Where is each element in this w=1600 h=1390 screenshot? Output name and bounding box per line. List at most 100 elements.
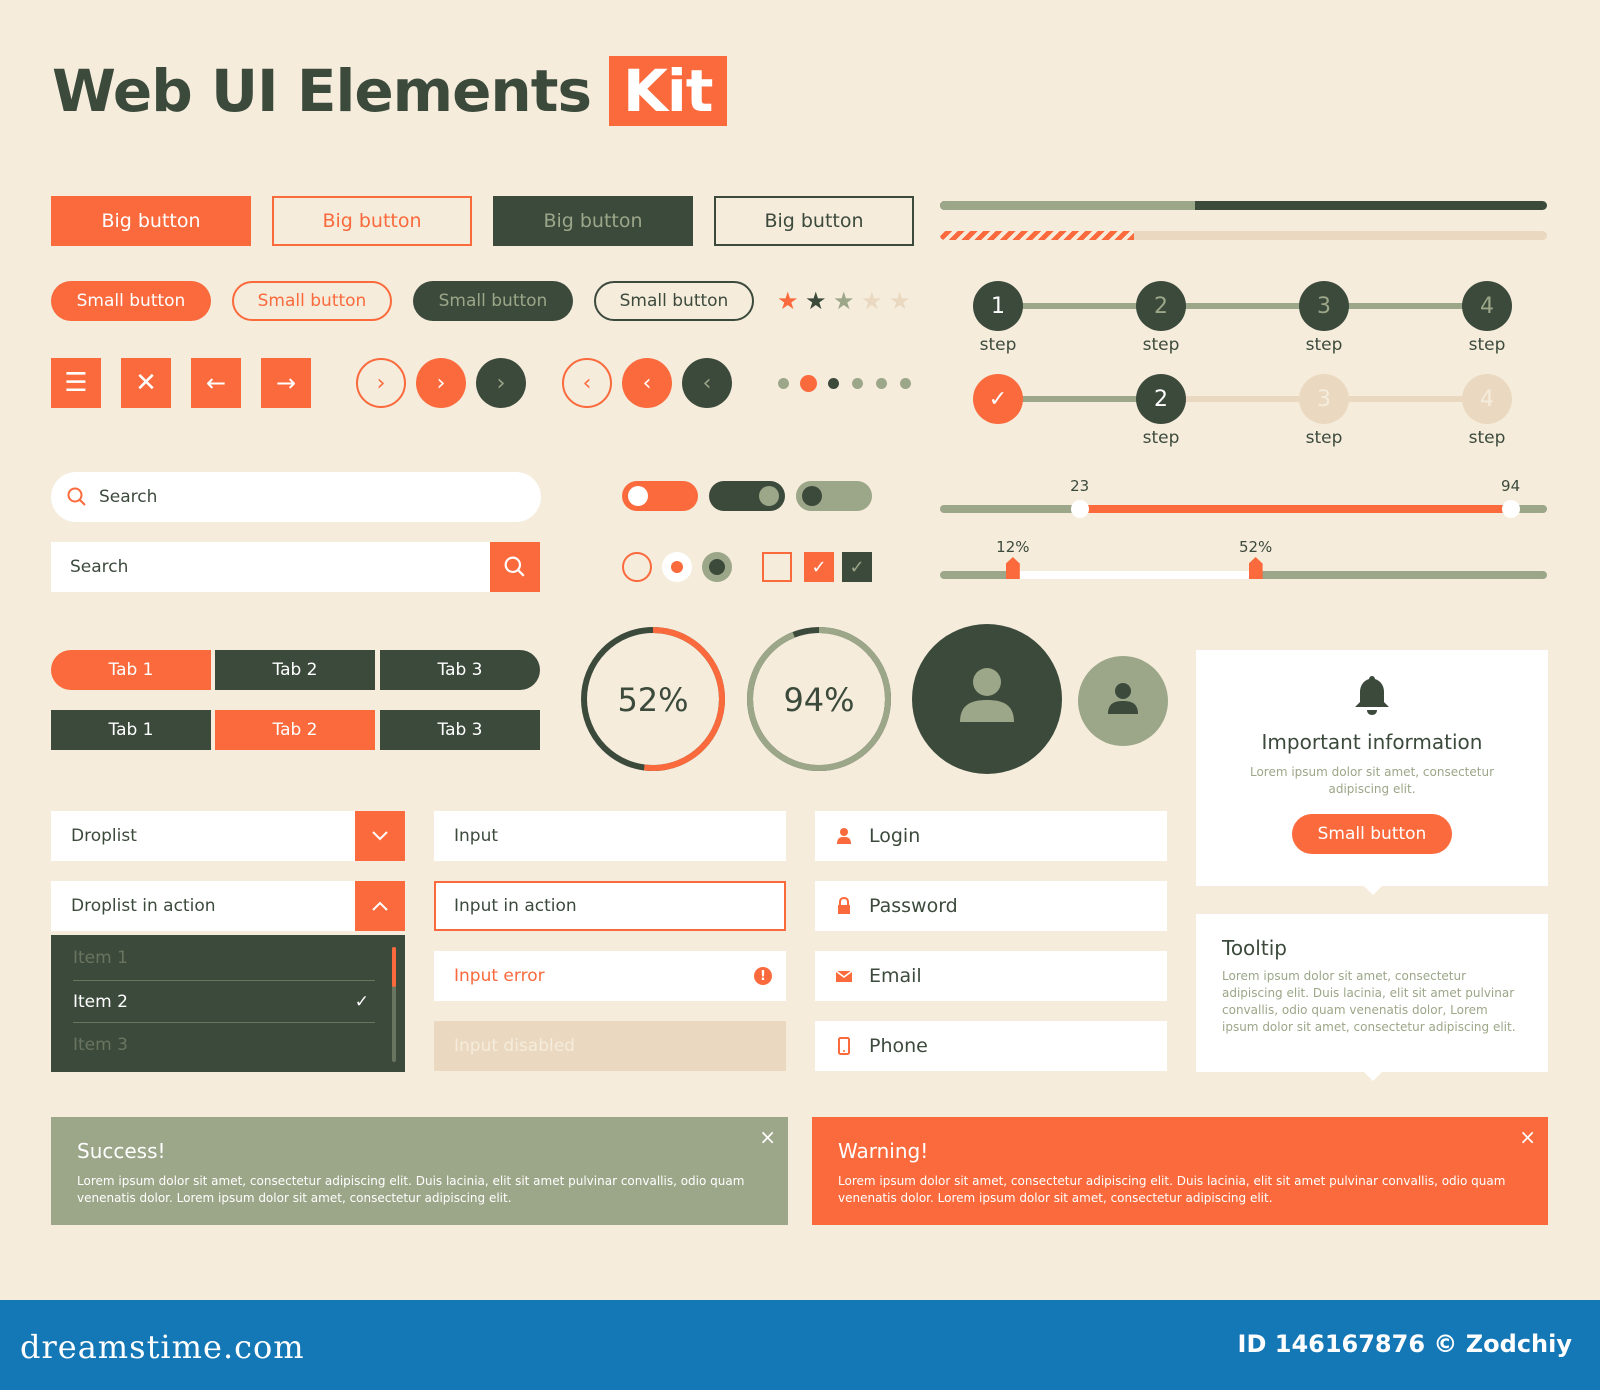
menu-button[interactable]: ☰ (51, 358, 101, 408)
big-button-filled-orange[interactable]: Big button (51, 196, 251, 246)
footer-brand: dreamstime.com (20, 1328, 305, 1366)
percent-slider-handle-a[interactable] (1005, 557, 1020, 579)
password-input[interactable]: Password (815, 881, 1167, 931)
info-card-button[interactable]: Small button (1292, 814, 1452, 854)
big-button-outline-orange[interactable]: Big button (272, 196, 472, 246)
phone-input[interactable]: Phone (815, 1021, 1167, 1071)
star-icon[interactable]: ★ (805, 287, 827, 315)
user-icon (1108, 683, 1138, 714)
pagination-dot[interactable] (876, 378, 887, 389)
percent-slider-handle-b[interactable] (1248, 557, 1263, 579)
star-icon[interactable]: ★ (833, 287, 855, 315)
alert-success-title: Success! (77, 1139, 166, 1163)
toggle-knob (759, 486, 779, 506)
stepper-top-node-1[interactable]: 1 (973, 281, 1023, 331)
radio-selected-dark[interactable] (702, 552, 732, 582)
radio-empty[interactable] (622, 552, 652, 582)
small-button-outline-dark[interactable]: Small button (594, 281, 754, 321)
tab-row2-tab1[interactable]: Tab 1 (51, 710, 211, 750)
checkbox-checked-dark[interactable]: ✓ (842, 552, 872, 582)
range-slider-handle-high[interactable] (1501, 500, 1520, 518)
input-error[interactable]: Input error ! (434, 951, 786, 1001)
phone-input-placeholder: Phone (869, 1035, 928, 1057)
droplist-scrollbar-thumb[interactable] (392, 947, 396, 987)
next-dark-button[interactable]: › (476, 358, 526, 408)
avatar-small[interactable] (1078, 656, 1168, 746)
progress-bar-striped-fill (940, 231, 1135, 240)
prev-filled-button[interactable]: ‹ (622, 358, 672, 408)
stepper-top-node-2[interactable]: 2 (1136, 281, 1186, 331)
droplist-closed-toggle[interactable] (355, 811, 405, 861)
tooltip-title: Tooltip (1222, 936, 1287, 960)
toggle-orange[interactable] (622, 481, 698, 511)
droplist-scrollbar[interactable] (392, 947, 396, 1062)
big-button-outline-dark[interactable]: Big button (714, 196, 914, 246)
alert-warning-body: Lorem ipsum dolor sit amet, consectetur … (838, 1174, 1506, 1205)
pagination-dot[interactable] (900, 378, 911, 389)
pagination-dot-active[interactable] (800, 375, 817, 392)
next-outline-button[interactable]: › (356, 358, 406, 408)
search-pill[interactable]: Search (51, 472, 541, 522)
close-icon[interactable]: × (759, 1125, 776, 1149)
radio-selected-orange[interactable] (662, 552, 692, 582)
range-slider-track[interactable] (940, 500, 1547, 518)
small-button-filled-dark[interactable]: Small button (413, 281, 573, 321)
star-icon[interactable]: ★ (777, 287, 799, 315)
star-icon[interactable]: ★ (861, 287, 883, 315)
avatar-large[interactable] (912, 624, 1062, 774)
stepper-bottom-node-2[interactable]: 2 (1136, 374, 1186, 424)
droplist-item-selected-label: Item 2 (73, 991, 128, 1012)
arrow-right-button[interactable]: → (261, 358, 311, 408)
droplist-closed-label: Droplist (71, 826, 137, 846)
input-default[interactable]: Input (434, 811, 786, 861)
tab-row2-tab2[interactable]: Tab 2 (215, 710, 375, 750)
progress-bar-solid-fill (940, 201, 1195, 210)
droplist-item[interactable]: Item 3 (73, 1035, 128, 1055)
droplist-closed[interactable]: Droplist (51, 811, 355, 861)
tab-row1-tab2[interactable]: Tab 2 (215, 650, 375, 690)
close-icon[interactable]: × (1519, 1125, 1536, 1149)
pagination-dot[interactable] (778, 378, 789, 389)
prev-outline-button[interactable]: ‹ (562, 358, 612, 408)
input-active[interactable]: Input in action (434, 881, 786, 931)
stepper-bottom-node-done[interactable]: ✓ (973, 374, 1023, 424)
toggle-sage[interactable] (796, 481, 872, 511)
range-slider-handle-low[interactable] (1070, 500, 1089, 518)
stepper-bottom-node-3[interactable]: 3 (1299, 374, 1349, 424)
progress-bar-solid (940, 201, 1547, 210)
big-button-filled-dark[interactable]: Big button (493, 196, 693, 246)
checkbox-empty[interactable] (762, 552, 792, 582)
checkbox-checked-orange[interactable]: ✓ (804, 552, 834, 582)
tab-row1-tab3[interactable]: Tab 3 (380, 650, 540, 690)
email-input[interactable]: Email (815, 951, 1167, 1001)
chevron-left-icon: ‹ (702, 370, 712, 396)
stepper-bottom-node-4[interactable]: 4 (1462, 374, 1512, 424)
droplist-item[interactable]: Item 1 (73, 935, 375, 981)
search-button[interactable] (490, 542, 540, 592)
close-button[interactable]: ✕ (121, 358, 171, 408)
tab-row2-tab3[interactable]: Tab 3 (380, 710, 540, 750)
next-filled-button[interactable]: › (416, 358, 466, 408)
login-input[interactable]: Login (815, 811, 1167, 861)
droplist-open[interactable]: Droplist in action (51, 881, 355, 931)
tab-row1-tab1[interactable]: Tab 1 (51, 650, 211, 690)
percent-slider-a-label: 12% (996, 538, 1030, 556)
title-main: Web UI Elements (52, 57, 592, 125)
percent-slider-track[interactable] (940, 557, 1547, 579)
search-input[interactable]: Search (51, 542, 491, 592)
pagination-dot[interactable] (852, 378, 863, 389)
arrow-left-button[interactable]: ← (191, 358, 241, 408)
prev-dark-button[interactable]: ‹ (682, 358, 732, 408)
droplist-open-toggle[interactable] (355, 881, 405, 931)
small-button-outline-orange[interactable]: Small button (232, 281, 392, 321)
toggle-dark[interactable] (709, 481, 785, 511)
star-icon[interactable]: ★ (889, 287, 911, 315)
title-kit-badge: Kit (608, 56, 727, 126)
pagination-dot[interactable] (828, 378, 839, 389)
droplist-item-selected[interactable]: Item 2 ✓ (73, 981, 375, 1023)
password-input-placeholder: Password (869, 895, 958, 917)
small-button-filled-orange[interactable]: Small button (51, 281, 211, 321)
stepper-top-node-4[interactable]: 4 (1462, 281, 1512, 331)
stepper-top-node-3[interactable]: 3 (1299, 281, 1349, 331)
stepper-top-label-3: step (1305, 335, 1343, 355)
